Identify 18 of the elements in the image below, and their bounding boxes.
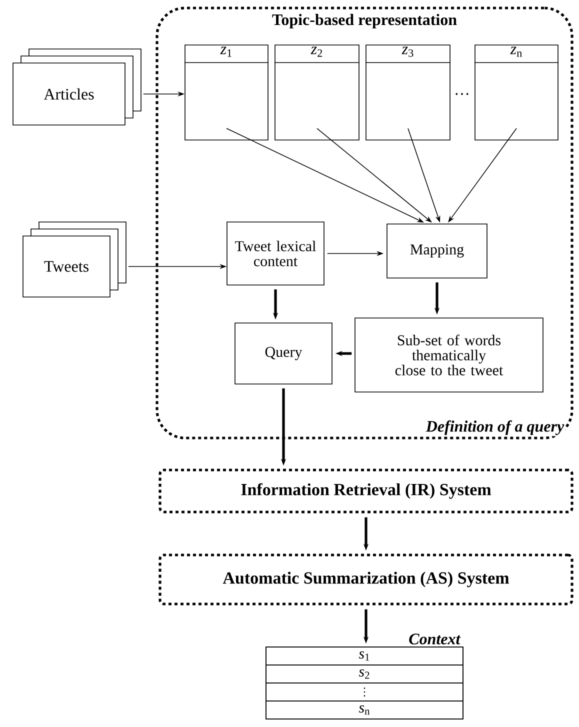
topic-box: z$_{n}$	[474, 44, 559, 140]
table-row: s$_{n}$	[266, 700, 464, 720]
process-box: Query	[234, 322, 332, 384]
topic-box: z$_{1}$	[184, 44, 269, 140]
table-row: ⋮	[266, 682, 464, 702]
system-box: Information Retrieval (IR) System	[158, 468, 574, 514]
topic-box: z$_{2}$	[274, 44, 360, 140]
document-stack: Tweets	[22, 222, 126, 298]
process-box: Sub-set of words thematically close to the tweet	[354, 318, 544, 392]
document-stack: Articles	[12, 48, 142, 126]
topic-box: z$_{3}$	[365, 44, 451, 140]
table-row: s$_{2}$	[266, 664, 464, 684]
process-box: Tweet lexical content	[226, 222, 324, 286]
system-box: Automatic Summarization (AS) System	[158, 554, 574, 606]
table-row: s$_{1}$	[266, 646, 464, 666]
node-label: Context	[409, 634, 461, 644]
process-box: Mapping	[386, 224, 488, 278]
ellipsis: …	[456, 93, 468, 95]
